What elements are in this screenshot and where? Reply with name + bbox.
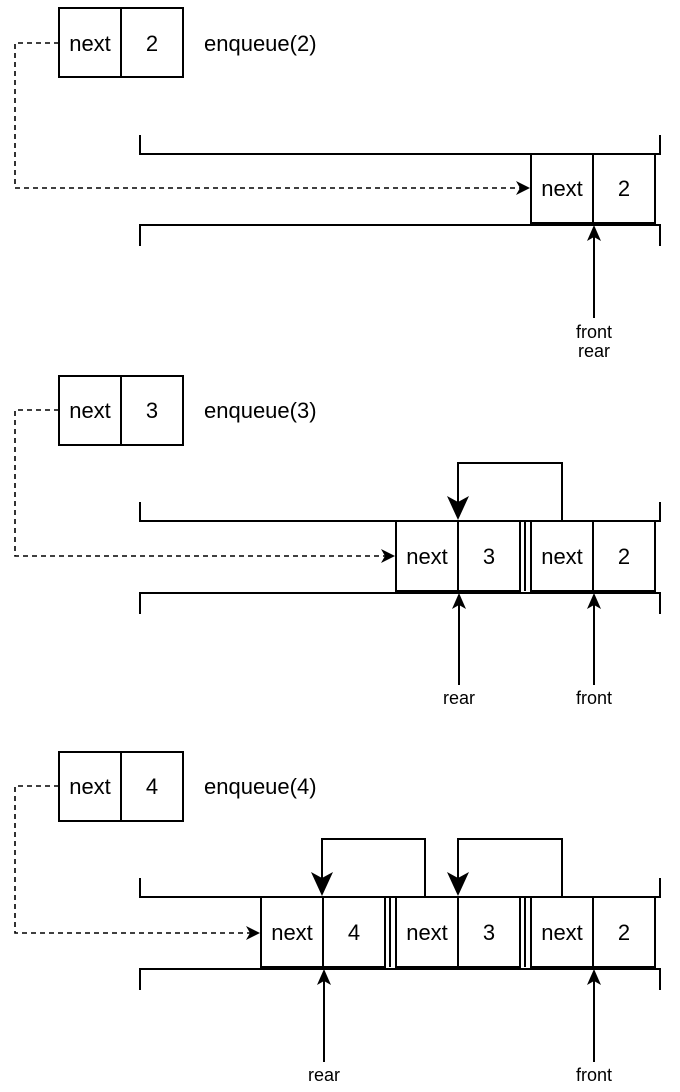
node-value: 2	[146, 31, 158, 56]
step-enqueue-4: next 4 enqueue(4) next 4 next 3 next	[14, 751, 661, 1085]
insertion-arrowhead	[381, 549, 395, 563]
node-value: 3	[483, 544, 495, 569]
insertion-arrowhead	[246, 926, 260, 940]
front-rear-pointer-arrowhead	[587, 225, 601, 241]
node-next-label: next	[541, 544, 583, 569]
queue-node-2: next 2	[530, 896, 656, 968]
rear-label: rear	[578, 341, 610, 361]
node-next-label: next	[406, 544, 448, 569]
operation-label: enqueue(4)	[204, 774, 317, 799]
insertion-arrowhead	[516, 181, 530, 195]
queue-container-bottom	[139, 592, 661, 614]
insertion-arrow	[14, 42, 528, 189]
rear-label: rear	[443, 688, 475, 708]
queue-container-bottom	[139, 224, 661, 246]
node-next-label: next	[541, 176, 583, 201]
insertion-arrow	[14, 785, 258, 934]
node-next-label: next	[406, 920, 448, 945]
node-value: 2	[618, 544, 630, 569]
queue-node-3: next 3	[395, 520, 521, 592]
step-enqueue-3: next 3 enqueue(3) next 3 next 2 re	[14, 375, 661, 708]
queue-node-4: next 4	[260, 896, 386, 968]
new-node-2: next 2	[58, 7, 184, 78]
node-value: 4	[146, 774, 158, 799]
operation-label: enqueue(3)	[204, 398, 317, 423]
queue-node-3: next 3	[395, 896, 521, 968]
queue-node-2: next 2	[530, 153, 656, 224]
front-label: front	[576, 1065, 612, 1085]
node-next-label: next	[69, 774, 111, 799]
node-next-label: next	[69, 31, 111, 56]
operation-label: enqueue(2)	[204, 31, 317, 56]
node-next-label: next	[69, 398, 111, 423]
node-value: 3	[146, 398, 158, 423]
next-link-arrowhead	[447, 872, 469, 896]
node-value: 2	[618, 176, 630, 201]
front-pointer-arrowhead	[587, 969, 601, 985]
front-label: front	[576, 688, 612, 708]
next-link-arrowhead	[447, 496, 469, 520]
node-value: 2	[618, 920, 630, 945]
rear-label: rear	[308, 1065, 340, 1085]
next-link-arrow	[321, 838, 426, 897]
new-node-3: next 3	[58, 375, 184, 446]
node-value: 3	[483, 920, 495, 945]
rear-pointer-arrowhead	[317, 969, 331, 985]
queue-container-top	[139, 135, 661, 155]
step-enqueue-2: next 2 enqueue(2) next 2 front rear	[14, 7, 661, 361]
next-link-arrowhead	[311, 872, 333, 896]
queue-container-top	[139, 878, 661, 898]
rear-pointer-arrowhead	[452, 593, 466, 609]
new-node-4: next 4	[58, 751, 184, 822]
queue-container-bottom	[139, 968, 661, 990]
front-pointer-arrowhead	[587, 593, 601, 609]
queue-container-top	[139, 502, 661, 522]
queue-node-2: next 2	[530, 520, 656, 592]
next-link-arrow	[457, 462, 563, 521]
node-next-label: next	[271, 920, 313, 945]
node-value: 4	[348, 920, 360, 945]
insertion-arrow	[14, 409, 393, 557]
next-link-arrow	[457, 838, 563, 897]
front-label: front	[576, 322, 612, 342]
node-next-label: next	[541, 920, 583, 945]
